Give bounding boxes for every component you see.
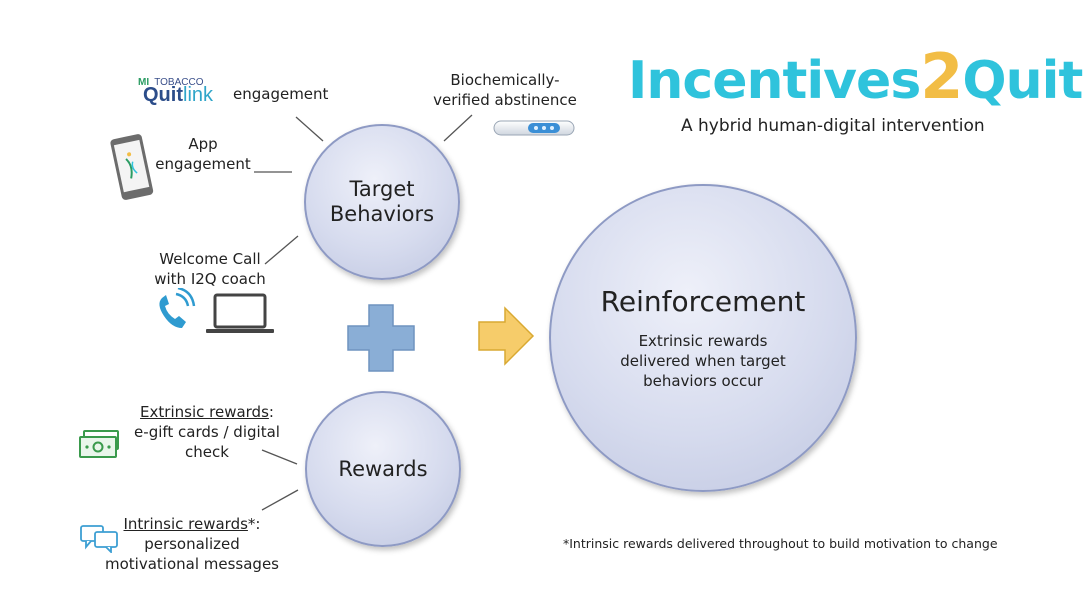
reinforcement-line1: Extrinsic rewards [638, 332, 768, 350]
quitlink-wordmark: Quitlink [143, 84, 213, 107]
app-engagement-label: App engagement [148, 134, 258, 174]
biochem-label: Biochemically- verified abstinence [420, 70, 590, 110]
biochem-line1: Biochemically- [450, 71, 560, 89]
line-intrinsic [261, 489, 299, 511]
intrinsic-rewards-label: Intrinsic rewards*: personalized motivat… [100, 514, 284, 574]
line-extrinsic [261, 449, 298, 465]
plus-icon [347, 304, 415, 372]
rewards-title: Rewards [338, 456, 428, 481]
intrinsic-title: Intrinsic rewards [123, 515, 248, 533]
intrinsic-suffix: *: [247, 515, 261, 533]
line-welcome [264, 235, 299, 265]
quitlink-engagement-label: engagement [233, 85, 329, 103]
subtitle: A hybrid human-digital intervention [681, 116, 985, 136]
smartphone-app-icon [110, 134, 154, 200]
app-line1: App [188, 135, 218, 153]
logo-part-2: 2 [920, 40, 963, 113]
footnote: *Intrinsic rewards delivered throughout … [563, 536, 998, 551]
rewards-circle: Rewards [305, 391, 461, 547]
extrinsic-line3: check [185, 443, 229, 461]
incentives2quit-logo: Incentives2Quit [628, 40, 1083, 113]
logo-part-3: Quit [962, 51, 1083, 111]
money-icon [79, 430, 119, 458]
biochem-line2: verified abstinence [433, 91, 577, 109]
reinforcement-title: Reinforcement [600, 285, 806, 318]
quitlink-mi: MI [138, 77, 150, 88]
laptop-icon [206, 293, 274, 333]
extrinsic-line2: e-gift cards / digital [134, 423, 280, 441]
intrinsic-line3: motivational messages [105, 555, 279, 573]
app-line2: engagement [155, 155, 251, 173]
reinforcement-line2: delivered when target [620, 352, 786, 370]
quitlink-tobacco: TOBACCO [154, 77, 204, 88]
cotinine-test-strip-icon [493, 120, 575, 136]
extrinsic-title: Extrinsic rewards [140, 403, 269, 421]
intrinsic-line2: personalized [144, 535, 240, 553]
line-quitlink [295, 116, 324, 142]
quitlink-link: link [183, 84, 214, 106]
quitlink-logo: MI TOBACCO [138, 74, 203, 89]
line-biochem [443, 114, 473, 142]
welcome-line2: with I2Q coach [154, 270, 266, 288]
extrinsic-rewards-label: Extrinsic rewards: e-gift cards / digita… [122, 402, 292, 462]
arrow-right-icon [478, 306, 535, 366]
reinforcement-circle: Reinforcement Extrinsic rewards delivere… [549, 184, 857, 492]
chat-bubbles-icon [80, 525, 118, 553]
target-behaviors-circle: Target Behaviors [304, 124, 460, 280]
welcome-call-label: Welcome Call with I2Q coach [140, 249, 280, 289]
target-line1: Target [349, 177, 415, 201]
phone-icon [159, 288, 196, 328]
target-line2: Behaviors [329, 202, 435, 226]
reinforcement-line3: behaviors occur [643, 372, 763, 390]
logo-part-1: Incentives [628, 51, 921, 111]
extrinsic-colon: : [268, 403, 274, 421]
welcome-line1: Welcome Call [159, 250, 261, 268]
quitlink-quit: Quit [143, 84, 183, 106]
